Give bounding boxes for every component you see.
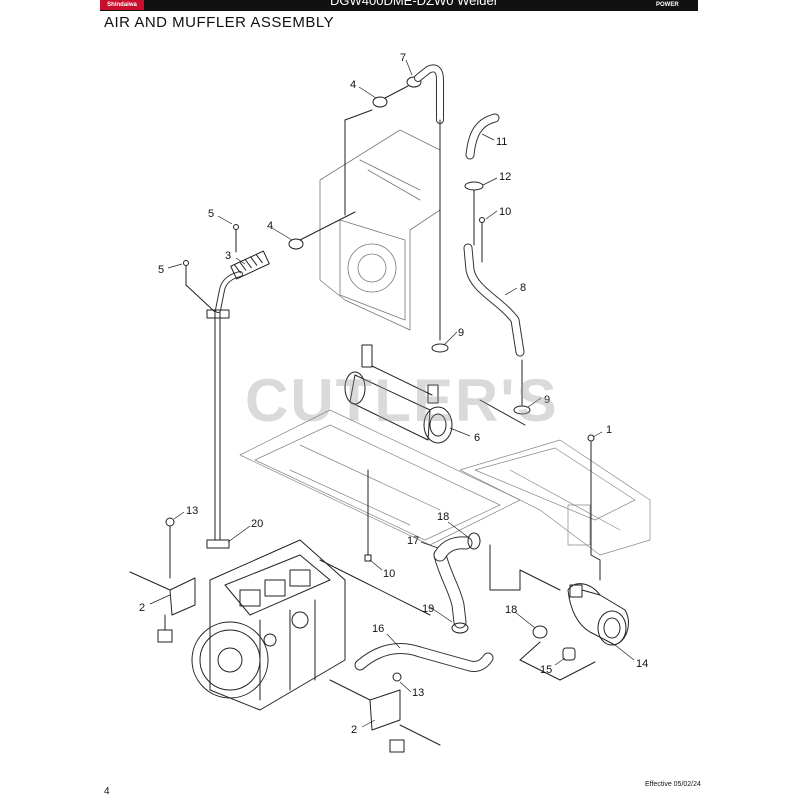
callout-5a: 5 <box>208 208 214 220</box>
callout-13b: 13 <box>412 687 424 699</box>
callout-16: 16 <box>372 623 384 635</box>
callout-18a: 18 <box>437 511 449 523</box>
callout-3: 3 <box>225 250 231 262</box>
exhaust-pipe <box>206 271 243 549</box>
callout-17: 17 <box>407 535 419 547</box>
bolt-10a <box>479 217 485 223</box>
callout-9b: 9 <box>544 394 550 406</box>
gasket-20 <box>206 539 230 549</box>
callout-4a: 4 <box>267 220 273 232</box>
bolt-5a <box>233 224 239 230</box>
callout-11: 11 <box>496 136 507 148</box>
evac-valve-15 <box>562 647 576 661</box>
callout-7: 7 <box>400 52 406 64</box>
base-frame <box>239 409 651 556</box>
clamp-19 <box>451 622 469 634</box>
callout-5b: 5 <box>158 264 164 276</box>
muffler <box>344 344 453 444</box>
callout-4b: 4 <box>350 79 356 91</box>
flex-pipe <box>230 250 270 280</box>
callout-2a: 2 <box>139 602 145 614</box>
clamp-9b <box>513 405 531 415</box>
header-bar <box>100 0 698 10</box>
air-cleaner <box>567 583 629 646</box>
clamp-9a <box>431 343 449 353</box>
header-model-title: DGW400DME-DZW0 Welder <box>330 0 499 8</box>
watermark: CUTLER'S <box>245 367 559 434</box>
callout-8: 8 <box>520 282 526 294</box>
callout-1: 1 <box>606 424 612 436</box>
radiator-frame <box>319 129 441 331</box>
callout-12: 12 <box>499 171 511 183</box>
callout-19: 19 <box>422 603 434 615</box>
callout-20: 20 <box>251 518 263 530</box>
engine-mount-lower <box>369 689 441 753</box>
callout-14: 14 <box>636 658 648 670</box>
brand-logo-left: Shindaiwa <box>100 0 144 10</box>
clamp-18a <box>467 532 481 550</box>
gasket-4a <box>288 238 304 250</box>
nut-13b <box>392 672 402 682</box>
nut-13a <box>165 517 175 527</box>
engine <box>191 539 346 711</box>
brand-logo-right: POWER <box>656 2 679 8</box>
bolt-10b <box>364 554 372 562</box>
clamp-18b <box>532 625 548 639</box>
clamp-12 <box>464 181 484 191</box>
engine-mount-upper <box>129 571 196 643</box>
callout-10b: 10 <box>383 568 395 580</box>
callout-13a: 13 <box>186 505 198 517</box>
header-rule <box>100 10 698 11</box>
bolt-5b <box>183 260 189 266</box>
callout-6: 6 <box>474 432 480 444</box>
callout-9a: 9 <box>458 327 464 339</box>
bolt-1 <box>587 434 595 442</box>
effective-date: Effective 05/02/24 <box>645 781 701 788</box>
gasket-4b <box>372 96 388 108</box>
callout-2b: 2 <box>351 724 357 736</box>
callout-15: 15 <box>540 664 552 676</box>
callout-18b: 18 <box>505 604 517 616</box>
callout-10a: 10 <box>499 206 511 218</box>
page-number: 4 <box>104 786 110 797</box>
page-title: AIR AND MUFFLER ASSEMBLY <box>104 14 335 31</box>
